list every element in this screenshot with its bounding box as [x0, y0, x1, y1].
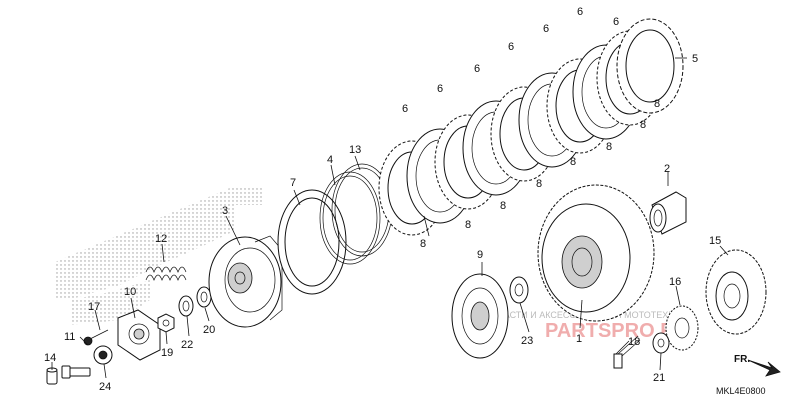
part-14-dowel-pin	[46, 367, 58, 385]
callout-14: 14	[44, 352, 56, 364]
part-1-clutch-outer	[537, 184, 655, 322]
part-17-screw	[83, 329, 109, 346]
front-arrow-icon	[747, 359, 781, 377]
callout-6-f: 6	[577, 6, 583, 18]
callout-6-a: 6	[402, 103, 408, 115]
leader-lines	[51, 57, 729, 379]
part-9-clutch-center	[451, 273, 509, 359]
part-21-washer	[652, 332, 670, 354]
part-23-thrust-washer	[509, 276, 529, 304]
engine-case-background	[55, 188, 262, 325]
part-22-washer	[178, 295, 194, 317]
callout-6-g: 6	[613, 16, 619, 28]
callout-6-c: 6	[474, 63, 480, 75]
diagram-code: MKL4E0800	[716, 386, 766, 396]
callout-4: 4	[327, 154, 333, 166]
part-11-bolt	[61, 365, 91, 379]
callout-7: 7	[290, 177, 296, 189]
part-15-gear	[705, 249, 767, 335]
callout-12: 12	[155, 233, 167, 245]
callout-8-c: 8	[500, 200, 506, 212]
part-3-pressure-plate	[208, 235, 283, 328]
callout-2: 2	[664, 163, 670, 175]
callout-24: 24	[99, 381, 111, 393]
part-20-washer	[196, 286, 212, 308]
callout-8-a: 8	[420, 238, 426, 250]
callout-15: 15	[709, 235, 721, 247]
part-18-bolt	[613, 335, 641, 369]
callout-10: 10	[124, 286, 136, 298]
callout-13: 13	[349, 144, 361, 156]
callout-6-b: 6	[437, 83, 443, 95]
callout-22: 22	[181, 339, 193, 351]
callout-3: 3	[222, 205, 228, 217]
clutch-disc-stack	[378, 18, 684, 236]
part-12-spring	[145, 266, 187, 281]
callout-18: 18	[628, 336, 640, 348]
callout-21: 21	[653, 372, 665, 384]
part-7-judder-plate	[277, 189, 347, 295]
callout-6-d: 6	[508, 41, 514, 53]
callout-8-f: 8	[606, 141, 612, 153]
callout-6-e: 6	[543, 23, 549, 35]
callout-11: 11	[64, 331, 75, 343]
callout-8-d: 8	[536, 178, 542, 190]
callout-5: 5	[692, 53, 698, 65]
front-direction-label: FR.	[734, 354, 750, 365]
part-24-bearing	[93, 345, 113, 365]
callout-20: 20	[203, 324, 215, 336]
part-10-lifter-plate	[117, 309, 161, 361]
friction-disc-outer	[616, 18, 684, 114]
callout-8-b: 8	[465, 219, 471, 231]
part-2-collar	[649, 191, 687, 235]
callout-9: 9	[477, 249, 483, 261]
callout-8-e: 8	[570, 156, 576, 168]
callout-16: 16	[669, 276, 681, 288]
part-19-nut	[157, 313, 175, 333]
watermark-logo: PARTSPRO.RU	[545, 320, 689, 342]
callout-23: 23	[521, 335, 533, 347]
callout-8-h: 8	[654, 98, 660, 110]
callout-17: 17	[88, 301, 100, 313]
callout-1: 1	[576, 333, 582, 345]
callout-19: 19	[161, 347, 173, 359]
callout-labels: 1 2 3 4 5 6 6 6 6 6 6 6 7 8 8 8 8 8 8 8 …	[44, 6, 721, 393]
callout-8-g: 8	[640, 119, 646, 131]
front-direction-indicator: FR.	[734, 354, 781, 377]
part-16-oil-pump-gear	[665, 305, 699, 351]
